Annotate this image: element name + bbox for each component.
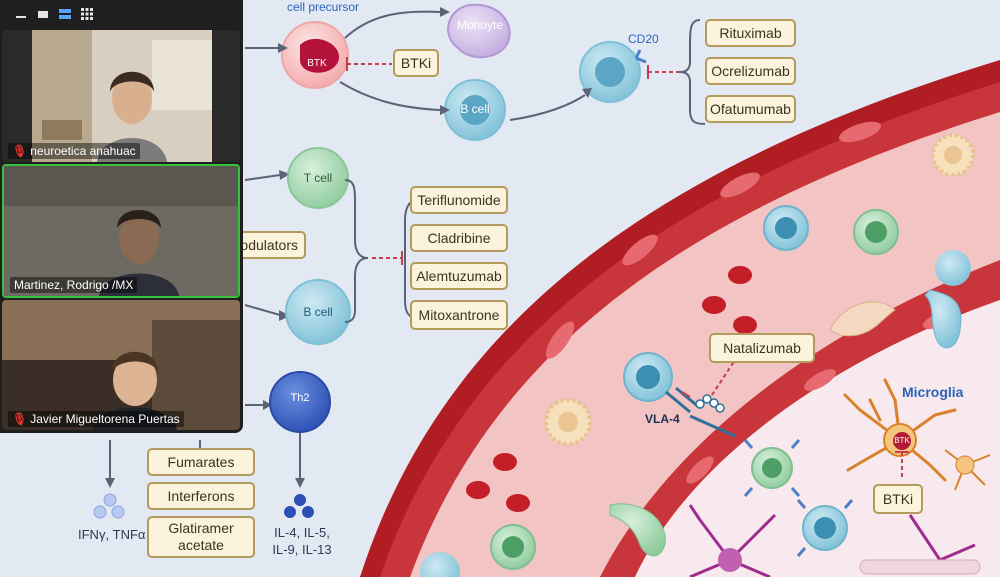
cd20-label: CD20 [628, 32, 659, 46]
th2-products-line2: IL-9, IL-13 [272, 541, 332, 557]
muted-mic-icon: 🎙︎ [12, 412, 28, 426]
teriflunomide-label: Teriflunomide [410, 186, 508, 214]
microglia-label: Microglia [902, 384, 964, 400]
participant-name-3: 🎙︎Javier Migueltorena Puertas [8, 411, 184, 427]
participant-name-3-text: Javier Migueltorena Puertas [30, 412, 180, 426]
b-cell-brain-2 [796, 499, 854, 557]
b-cell-mid [285, 279, 351, 345]
participant-name-1-text: neuroetica anahuac [30, 144, 136, 158]
participant-name-1: 🎙︎neuroetica anahuac [8, 143, 140, 159]
video-participants-panel: 🎙︎neuroetica anahuac Martinez, Rodrigo /… [0, 0, 243, 433]
th2-cell [269, 371, 331, 433]
monocyte-label: Monoyte [456, 18, 504, 32]
video-tile-martinez[interactable]: Martinez, Rodrigo /MX [2, 164, 240, 298]
video-feed-2 [4, 166, 238, 296]
vla4-label: VLA-4 [645, 412, 680, 426]
t-cell [287, 147, 349, 209]
th2-label: Th2 [290, 392, 310, 404]
dendritic-cell-1 [544, 398, 592, 446]
glatiramer-acetate-label: Glatiramer acetate [147, 516, 255, 558]
minimize-icon[interactable] [14, 7, 28, 21]
ocrelizumab-label: Ocrelizumab [705, 57, 796, 85]
window-icon[interactable] [36, 7, 50, 21]
video-tile-javier[interactable]: 🎙︎Javier Migueltorena Puertas [2, 300, 240, 430]
cladribine-label: Cladribine [410, 224, 508, 252]
glatiramer-line2: acetate [178, 537, 224, 553]
btk-label: BTK [307, 58, 327, 69]
rituximab-label: Rituximab [705, 19, 796, 47]
glatiramer-line1: Glatiramer [168, 520, 234, 537]
red-blood-cells [466, 266, 757, 512]
b-cell-brain-1 [743, 439, 801, 497]
btk-microglia-label: BTK [894, 436, 910, 445]
alemtuzumab-label: Alemtuzumab [410, 262, 508, 290]
monocyte-cell [447, 3, 511, 59]
ofatumumab-label: Ofatumumab [705, 95, 796, 123]
gallery-view-icon[interactable] [80, 7, 94, 21]
t-cell-label: T cell [303, 171, 333, 185]
mitoxantrone-label: Mitoxantrone [410, 300, 508, 330]
vessel-inner-wall [600, 260, 1000, 577]
speaker-view-icon[interactable] [58, 7, 72, 21]
muted-mic-icon: 🎙︎ [12, 144, 28, 158]
th1-cytokines [93, 493, 125, 519]
th1-products-label: IFNγ, TNFα [78, 527, 146, 542]
th2-cytokines [284, 494, 314, 518]
microglia-cell [843, 378, 957, 482]
video-tile-neuroetica[interactable]: 🎙︎neuroetica anahuac [2, 30, 240, 162]
participant-name-2: Martinez, Rodrigo /MX [10, 277, 138, 293]
fumarates-label: Fumarates [147, 448, 255, 476]
b-cell-mid-label: B cell [303, 305, 333, 319]
th2-products-label: IL-4, IL-5, IL-9, IL-13 [271, 525, 333, 559]
modulators-label: odulators [236, 231, 306, 259]
panel-toolbar [0, 0, 243, 28]
natalizumab-label: Natalizumab [709, 333, 815, 363]
interferons-label: Interferons [147, 482, 255, 510]
video-feed-3 [2, 300, 240, 430]
btki-top-label: BTKi [393, 49, 439, 77]
dendritic-cell-2 [931, 133, 975, 177]
btki-bottom-label: BTKi [873, 484, 923, 514]
participant-name-2-text: Martinez, Rodrigo /MX [14, 278, 134, 292]
th2-products-line1: IL-4, IL-5, [274, 525, 330, 540]
cell-precursor-label: cell precursor [287, 0, 360, 14]
b-cell-top-label: B cell [460, 102, 490, 116]
video-feed-1 [2, 30, 240, 162]
